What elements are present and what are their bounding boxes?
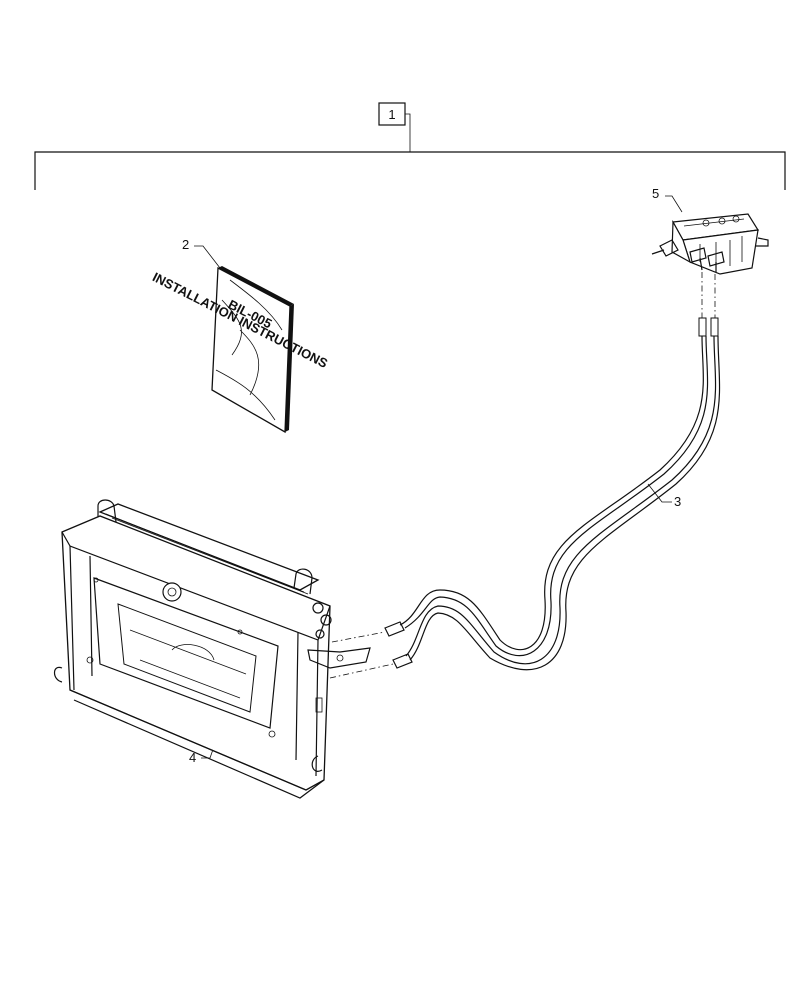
valve-port-3 <box>732 215 740 223</box>
callout-1: 1 <box>388 107 395 122</box>
callout-leader-5 <box>665 195 683 213</box>
frame-ear-left <box>97 499 117 523</box>
frame-dash-2 <box>329 663 394 679</box>
callout-5: 5 <box>652 186 659 201</box>
valve-port-2 <box>718 217 726 225</box>
frame-hole-4 <box>268 730 276 738</box>
frame-latch-knob <box>162 582 182 602</box>
valve-connection-lines <box>701 272 716 318</box>
valve-port-1 <box>702 219 710 227</box>
frame-bolt-2 <box>320 614 332 626</box>
hose-2 <box>405 335 717 665</box>
frame-bolt-3 <box>315 629 325 639</box>
callout-4: 4 <box>189 750 196 765</box>
valve-fitting-right <box>756 237 769 247</box>
hose-end-top-1 <box>698 317 707 337</box>
frame-dash-1 <box>331 631 386 643</box>
valve-side <box>671 219 692 264</box>
frame-side-posts <box>69 545 319 777</box>
hose-end-bottom-1 <box>384 621 405 637</box>
hose-1 <box>399 335 704 651</box>
callout-2: 2 <box>182 237 189 252</box>
frame-bottom-edge <box>69 689 325 799</box>
frame-top-rail <box>61 531 331 641</box>
assembly-bracket: 1 <box>34 102 786 190</box>
frame-slot <box>315 697 323 713</box>
bracket-line <box>34 151 786 190</box>
valve-details <box>683 218 745 268</box>
callout-3: 3 <box>674 494 681 509</box>
frame-bracket-hole <box>336 654 344 662</box>
valve-coupler-2 <box>707 251 725 272</box>
frame-bracket-plate <box>307 647 371 669</box>
manual-part: 2 BIL-005 INSTALLATION INSTRUCTIONS <box>150 237 331 434</box>
hose-2-outline <box>409 335 721 671</box>
hose-part: 3 <box>384 317 721 671</box>
valve-part: 5 <box>651 186 769 275</box>
frame-tube-lines <box>105 513 309 595</box>
callout-leader-1 <box>405 113 411 152</box>
frame-inner-details <box>129 629 247 699</box>
frame-hole-2 <box>237 629 243 635</box>
frame-part: 4 <box>53 499 371 799</box>
valve-fitting-left <box>651 239 679 257</box>
frame-ear-right <box>293 568 313 595</box>
frame-inner-panel <box>117 603 257 713</box>
frame-bolt-1 <box>312 602 324 614</box>
valve-coupler-1 <box>689 247 707 271</box>
manual-spine-top <box>218 266 294 306</box>
hose-1-outline <box>404 335 709 657</box>
hose-end-bottom-2 <box>392 653 413 669</box>
frame-hole-1 <box>93 577 99 583</box>
frame-hole-3 <box>86 656 94 664</box>
frame-hook-left <box>53 666 63 683</box>
frame-latch-center <box>167 587 177 597</box>
manual-cover <box>211 266 291 434</box>
hose-end-top-2 <box>710 317 719 337</box>
callout-leader-2 <box>194 245 221 269</box>
manual-spine-side <box>285 304 294 432</box>
callout-leader-3 <box>647 483 672 503</box>
manual-sheen <box>215 279 283 421</box>
frame-hook-right <box>311 755 323 772</box>
frame-connection-lines <box>329 631 394 679</box>
